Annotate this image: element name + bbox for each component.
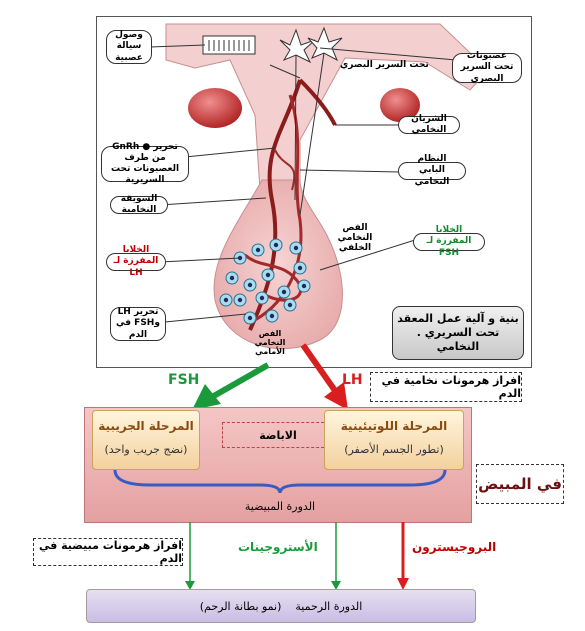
- pituitary-cell-nucleus: [247, 282, 253, 288]
- label-gnrh-release: تحرير ● GnRh من طرف العصبونات تحت السرير…: [101, 142, 189, 185]
- pituitary-cell-nucleus: [259, 295, 265, 301]
- label-neurosecretion: وصول سيالة عصبية: [106, 30, 152, 64]
- pituitary-cell-nucleus: [269, 313, 275, 319]
- fsh-label: FSH: [168, 372, 200, 388]
- ovarian-secretion-label: افراز هرمونات مبيضية في الدم: [33, 538, 183, 566]
- follicular-phase: المرحلة الجريبية (نضج جريب واحد): [92, 410, 200, 470]
- pituitary-cell-nucleus: [237, 297, 243, 303]
- pituitary-cell-nucleus: [297, 265, 303, 271]
- pituitary-cell-nucleus: [287, 302, 293, 308]
- luteal-phase: المرحلة اللوتيئينية (تطور الجسم الأصفر): [324, 410, 464, 470]
- estrogens-label: الأستروجينات: [238, 540, 318, 554]
- pituitary-secretion-label: افراز هرمونات نخامية في الدم: [370, 372, 522, 402]
- ovarian-cycle-label: الدورة المبيضية: [244, 500, 316, 513]
- in-ovary-label: في المبيض: [476, 464, 564, 504]
- progesterone-label: البروجيسترون: [412, 540, 497, 554]
- label-hypothalamus: تحت السرير البصري: [340, 60, 429, 70]
- uterine-cycle-bar: الدورة الرحمية (نمو بطانة الرحم): [86, 589, 476, 623]
- pituitary-cell-nucleus: [273, 242, 279, 248]
- pituitary-cell-nucleus: [229, 275, 235, 281]
- cycle-brace: [113, 469, 447, 494]
- label-pituitary-stalk: السويقة النخامية: [110, 194, 168, 215]
- pituitary-cell-nucleus: [223, 297, 229, 303]
- pituitary-cell-nucleus: [301, 283, 307, 289]
- pituitary-cell-nucleus: [255, 247, 261, 253]
- label-release-fsh-lh: تحرير LH وFSH في الدم: [110, 307, 166, 341]
- label-anterior-lobe: الفص النخامي الأمامي: [254, 329, 286, 356]
- label-hypo-neurons: عصبونات تحت السرير البصري: [452, 51, 522, 84]
- label-pituitary-artery: الشريان النخامي: [398, 114, 460, 135]
- lh-label: LH: [342, 372, 363, 388]
- pituitary-cell-nucleus: [281, 289, 287, 295]
- pituitary-cell-nucleus: [293, 245, 299, 251]
- pituitary-cell-nucleus: [247, 315, 253, 321]
- pituitary-cell-nucleus: [265, 272, 271, 278]
- label-posterior-lobe: الفص النخامي الخلفي: [337, 223, 373, 253]
- diagram-title: بنية و آلية عمل المعقد تحت السريري . الن…: [392, 306, 524, 360]
